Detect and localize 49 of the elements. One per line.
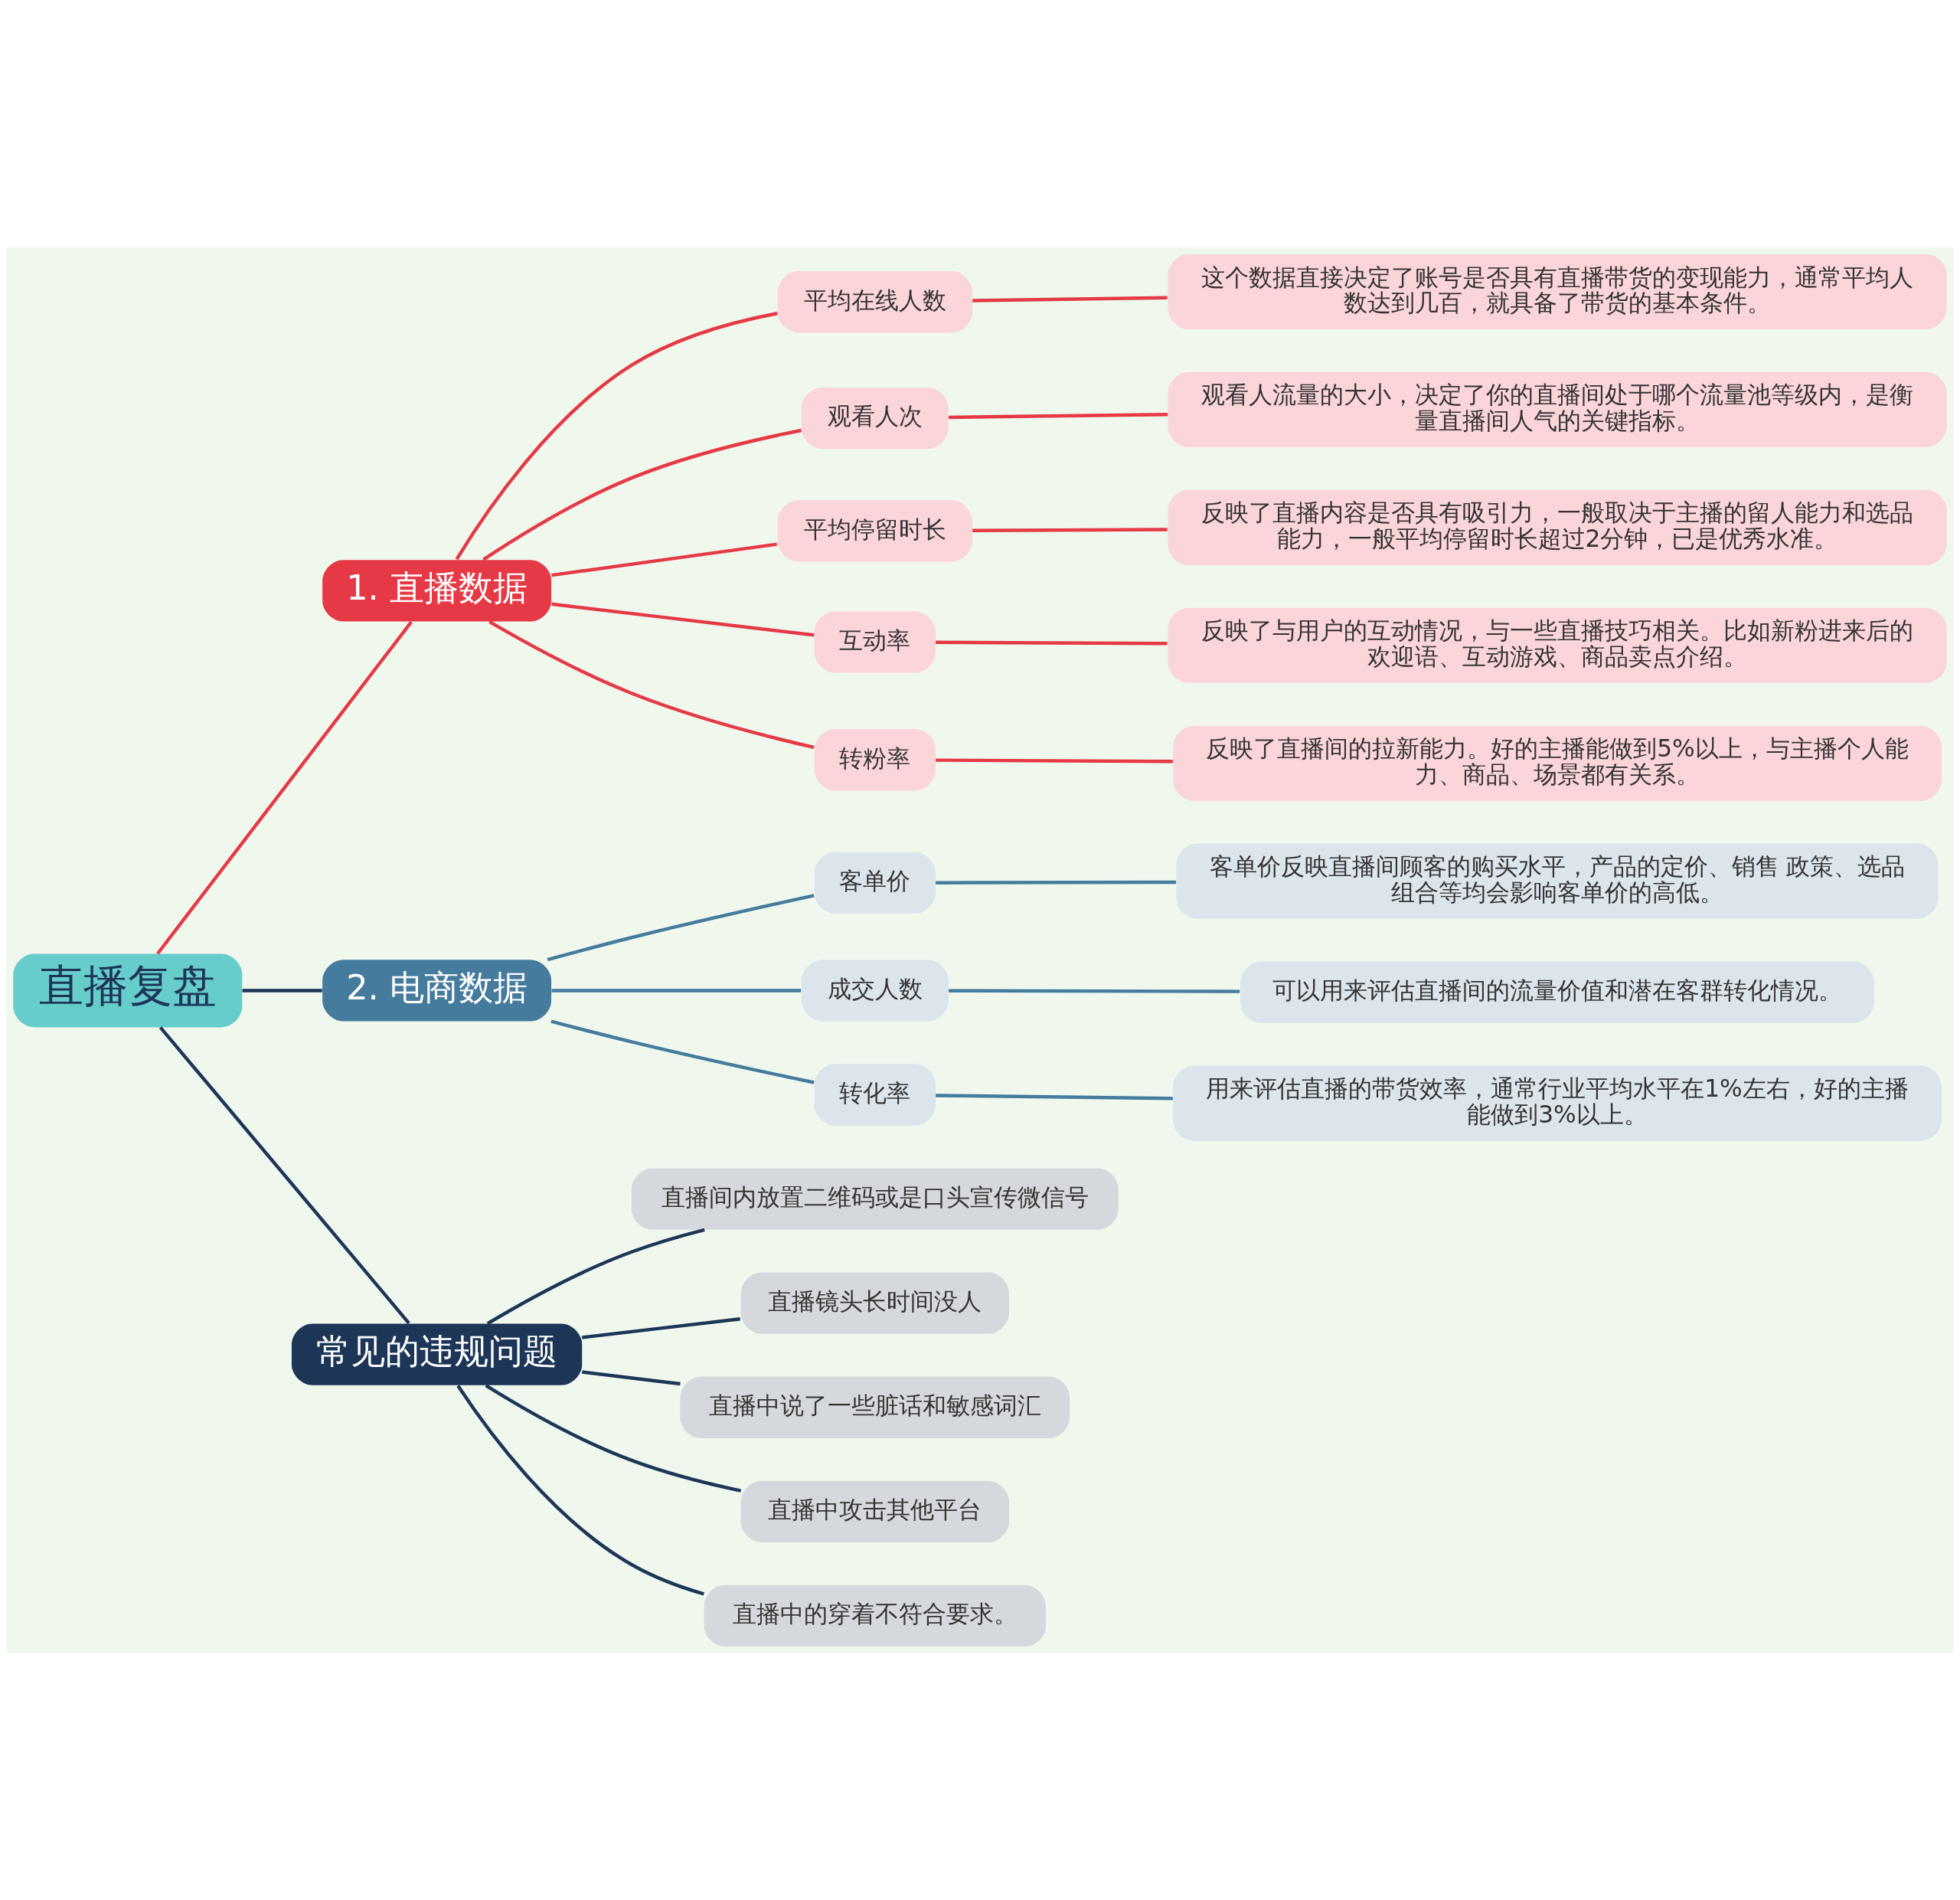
node-box: 直播中说了一些脏话和敏感词汇 — [680, 1376, 1070, 1438]
node-box: 反映了与用户的互动情况，与一些直播技巧相关。比如新粉进来后的欢迎语、互动游戏、商品卖点介绍。 — [1168, 607, 1947, 683]
node-box: 反映了直播间的拉新能力。好的主播能做到5%以上，与主播个人能力、商品、场景都有关系。 — [1173, 725, 1942, 801]
connector — [488, 620, 815, 749]
node-box: 1. 直播数据 — [322, 559, 552, 622]
connector — [456, 1384, 704, 1595]
node-box: 直播镜头长时间没人 — [740, 1272, 1009, 1334]
connector — [156, 620, 413, 955]
connector — [242, 988, 322, 993]
node-box: 直播复盘 — [13, 953, 243, 1027]
connector — [582, 1369, 681, 1385]
connector — [551, 988, 802, 993]
connector — [482, 428, 802, 561]
node-box: 转粉率 — [814, 728, 936, 790]
node-box: 互动率 — [814, 610, 936, 672]
connector — [936, 1093, 1173, 1100]
connector — [936, 880, 1177, 885]
connector — [547, 893, 815, 961]
node-box: 用来评估直播的带货效率，通常行业平均水平在1%左右，好的主播能做到3%以上。 — [1173, 1065, 1942, 1141]
connector — [972, 527, 1168, 532]
node-box: 直播中攻击其他平台 — [740, 1480, 1009, 1542]
connector — [949, 412, 1168, 419]
node-box: 常见的违规问题 — [291, 1323, 583, 1385]
connector — [485, 1383, 742, 1493]
connector — [582, 1316, 740, 1339]
connector — [486, 1228, 705, 1325]
node-box: 成交人数 — [801, 959, 949, 1022]
connector — [936, 640, 1168, 645]
node-box: 客单价 — [814, 852, 936, 914]
node-box: 反映了直播内容是否具有吸引力，一般取决于主播的留人能力和选品能力，一般平均停留时长超过2分钟，已是优秀水准。 — [1168, 489, 1947, 565]
connector — [455, 311, 778, 560]
node-box: 平均在线人数 — [777, 270, 972, 333]
node-box: 2. 电商数据 — [322, 959, 552, 1022]
node-box: 直播间内放置二维码或是口头宣传微信号 — [631, 1167, 1119, 1230]
node-box: 这个数据直接决定了账号是否具有直播带货的变现能力，通常平均人数达到几百，就具备了带货的基本条件。 — [1168, 253, 1947, 329]
node-box: 客单价反映直播间顾客的购买水平，产品的定价、销售 政策、选品组合等均会影响客单价的高低。 — [1176, 843, 1939, 919]
connector — [550, 1019, 815, 1084]
node-box: 观看人流量的大小，决定了你的直播间处于哪个流量池等级内，是衡量直播间人气的关键指标。 — [1168, 371, 1947, 447]
connector — [972, 295, 1168, 302]
node-box: 可以用来评估直播间的流量价值和潜在客群转化情况。 — [1240, 961, 1874, 1023]
connector — [949, 988, 1240, 993]
node-box: 转化率 — [814, 1063, 936, 1126]
connector — [158, 1025, 410, 1324]
connector — [551, 541, 778, 577]
node-box: 平均停留时长 — [777, 499, 972, 561]
connector — [551, 602, 815, 636]
node-box: 观看人次 — [801, 387, 949, 449]
connector — [936, 757, 1173, 763]
node-box: 直播中的穿着不符合要求。 — [704, 1584, 1046, 1647]
